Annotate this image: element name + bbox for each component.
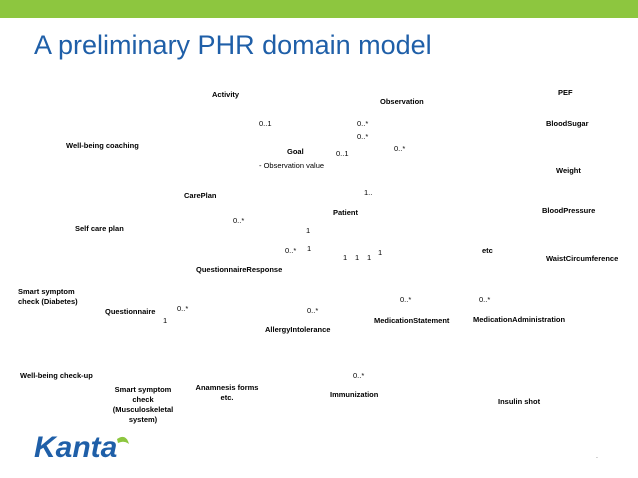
bloodpressure-label: BloodPressure [542,206,596,215]
multiplicity: 0..* [285,246,297,255]
top-accent-bar [0,0,638,18]
careplan-label: CarePlan [184,191,217,200]
multiplicity: 1 [355,253,360,262]
wellbeing-checkup-label: Well-being check-up [20,371,93,380]
multiplicity: 0..1 [259,119,272,128]
footer-mark: . [596,453,598,460]
etc-label: etc [482,246,493,255]
multiplicity: 1 [367,253,372,262]
multiplicity: 1 [306,226,311,235]
multiplicity: 0..* [400,295,412,304]
smart-symptom-diabetes-label: Smart symptom check (Diabetes) [18,287,78,306]
waist-circumference-label: WaistCircumference [546,254,619,263]
observation-value-attribute: - Observation value [259,161,325,170]
allergy-intolerance-label: AllergyIntolerance [265,325,331,334]
multiplicity: 0..* [177,304,189,313]
smart-symptom-musculoskeletal-label: Smart symptom check (Musculoskeletal sys… [112,385,174,424]
multiplicity: 0..1 [336,149,349,158]
goal-label: Goal [287,147,304,156]
multiplicity: 1.. [364,188,373,197]
multiplicity: 0..* [233,216,245,225]
multiplicity: 0..* [353,371,365,380]
questionnaire-label: Questionnaire [105,307,156,316]
multiplicity: 1 [307,244,312,253]
medication-administration-label: MedicationAdministration [473,315,566,324]
multiplicity: 0..* [357,132,369,141]
anamnesis-forms-label: Anamnesis forms etc. [195,383,259,402]
multiplicity: 0..* [307,306,319,315]
questionnaire-response-label: QuestionnaireResponse [196,265,283,274]
activity-label: Activity [212,90,240,99]
wellbeing-coaching-label: Well-being coaching [66,141,139,150]
multiplicity: 0..* [357,119,369,128]
insulin-shot-label: Insulin shot [498,397,541,406]
immunization-label: Immunization [330,390,379,399]
observation-label: Observation [380,97,424,106]
bloodsugar-label: BloodSugar [546,119,589,128]
patient-label: Patient [333,208,359,217]
slide-title: A preliminary PHR domain model [34,30,432,60]
multiplicity: 0..* [479,295,491,304]
multiplicity: 1 [378,248,383,257]
pef-label: PEF [558,88,573,97]
weight-label: Weight [556,166,581,175]
svg-text:Kanta: Kanta [34,431,117,464]
selfcare-plan-label: Self care plan [75,224,124,233]
kanta-logo: Kanta [34,431,129,464]
medication-statement-label: MedicationStatement [374,316,450,325]
multiplicity: 0..* [394,144,406,153]
multiplicity: 1 [163,316,168,325]
multiplicity: 1 [343,253,348,262]
